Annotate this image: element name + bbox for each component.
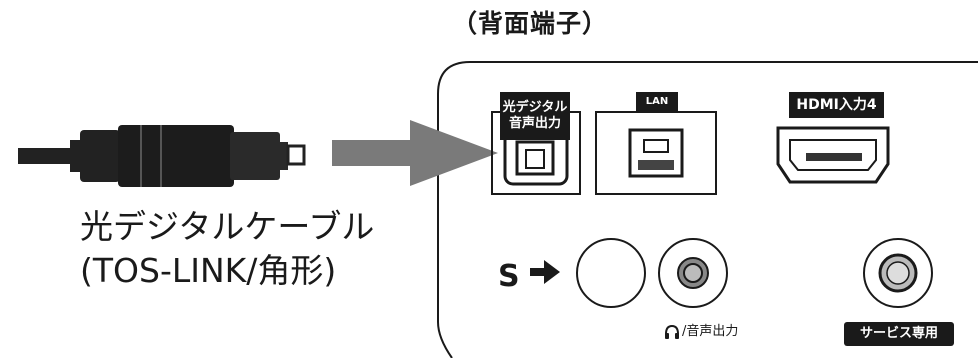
s-input-arrow	[530, 260, 560, 284]
headphone-jack	[658, 238, 728, 308]
cable-type: (TOS-LINK/角形)	[80, 251, 337, 290]
headphone-label: /音声出力	[664, 320, 738, 340]
hdmi-port-badge: HDMI入力4	[789, 92, 884, 118]
optical-port-badge: 光デジタル 音声出力	[500, 92, 570, 140]
cable-label: 光デジタルケーブル (TOS-LINK/角形)	[80, 205, 374, 293]
optical-label-line1: 光デジタル	[502, 100, 568, 115]
insert-arrow	[332, 120, 498, 186]
optical-label-line2: 音声出力	[508, 116, 561, 131]
lan-port	[595, 111, 717, 195]
headphone-label-text: /音声出力	[682, 324, 739, 339]
headphone-icon	[665, 324, 679, 339]
cable-name: 光デジタルケーブル	[80, 207, 375, 246]
section-title: （背面端子）	[452, 9, 609, 38]
s-input-label: S	[498, 259, 520, 294]
service-port-badge: サービス専用	[844, 322, 954, 346]
lan-port-badge: LAN	[636, 92, 678, 112]
optical-cable	[18, 125, 306, 187]
service-jack	[863, 238, 933, 308]
s-input-port	[576, 238, 646, 308]
rear-panel-outline	[437, 61, 978, 358]
hdmi-port	[776, 126, 890, 184]
